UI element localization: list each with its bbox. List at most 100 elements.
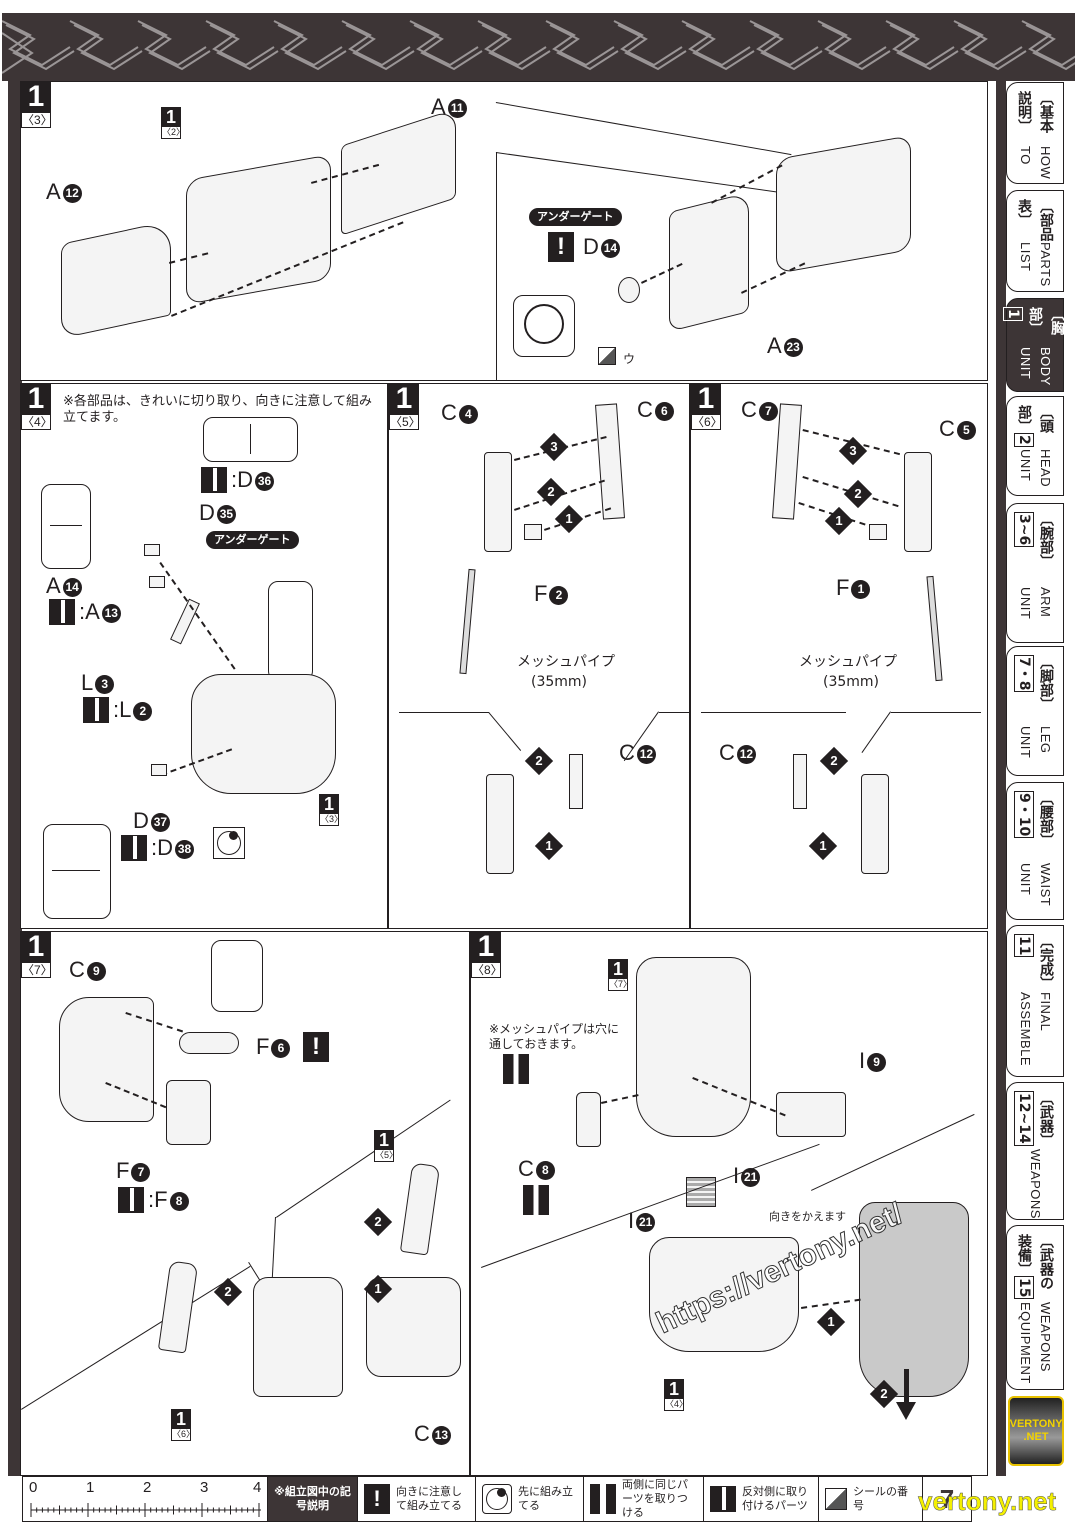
callout-line	[488, 712, 522, 751]
zigzag-line	[141, 24, 211, 71]
tab-jp: 〔腕部〕3~6	[1014, 512, 1054, 568]
zigzag-line	[885, 20, 955, 67]
zigzag-line	[617, 24, 687, 71]
zigzag-line	[273, 20, 343, 67]
order-marker-2: 2	[213, 1277, 243, 1307]
step-badge: 1〈4〉	[21, 383, 53, 430]
order-marker-1: 1	[554, 504, 584, 534]
tab-en: HOW TO	[1018, 146, 1053, 180]
undergate-label: アンダーゲート	[529, 208, 622, 226]
tab-jp: 〔部品表〕	[1016, 199, 1054, 241]
instruction-note: ※メッシュパイプは穴に通しておきます。	[489, 1022, 620, 1051]
down-arrow-head	[896, 1402, 916, 1420]
assembly-arrow	[741, 262, 806, 294]
sub-divider	[496, 152, 497, 380]
zigzag-line	[953, 20, 1023, 67]
arm-unit-6	[157, 1260, 199, 1354]
zigzag-line	[1, 20, 71, 67]
leg-assembly	[636, 957, 751, 1137]
order-marker-1: 1	[363, 1274, 393, 1304]
part-C5	[861, 774, 889, 874]
legend-mirror: 反対側に取り付けるパーツ	[704, 1477, 819, 1521]
zigzag-line	[277, 24, 347, 71]
order-marker-2: 2	[869, 1379, 899, 1409]
ruler-label-3: 3	[200, 1479, 209, 1496]
page-number: 7	[939, 1483, 955, 1514]
zigzag-line	[817, 20, 887, 67]
tab-jp: 〔腰部〕9・10	[1014, 791, 1054, 847]
zigzag-line	[1025, 24, 1075, 71]
tab-en: PARTS LIST	[1018, 242, 1053, 288]
ruler-label-4: 4	[253, 1479, 262, 1496]
orientation-callout	[203, 417, 298, 462]
order-marker-1: 1	[816, 1307, 846, 1337]
tab-en: WEAPONS	[1028, 1149, 1043, 1219]
ruler: 0 1 2 3 4	[23, 1477, 268, 1521]
tab-en: HEAD UNIT	[1018, 448, 1053, 487]
mesh-pipe	[926, 575, 943, 682]
body-assembly	[186, 154, 331, 305]
tab-how-to[interactable]: 〔基本説明〕HOW TO	[1006, 82, 1064, 184]
assembly-arrow	[159, 562, 236, 670]
assembly-arrow	[601, 1094, 639, 1104]
zigzag-line	[345, 24, 415, 71]
zigzag-line	[613, 20, 683, 67]
mesh-pipe-label: メッシュパイプ	[517, 654, 615, 670]
tab-jp: 〔頭部〕2	[1014, 405, 1054, 447]
ref-badge: 1〈7〉	[608, 959, 633, 991]
order-marker-3: 3	[539, 432, 569, 462]
zigzag-line	[209, 24, 279, 71]
part-C6	[595, 403, 625, 520]
mesh-pipe-length: (35mm)	[823, 674, 880, 690]
zigzag-line	[753, 24, 823, 71]
assemble-first-icon	[482, 1484, 512, 1514]
down-arrow-icon	[904, 1369, 909, 1407]
tab-jp: 〔武器〕12~14	[1014, 1091, 1054, 1147]
zigzag-line	[681, 20, 751, 67]
zigzag-line	[889, 24, 959, 71]
tab-jp: 〔脚部〕7・8	[1014, 655, 1054, 711]
ruler-label-0: 0	[29, 1479, 38, 1496]
seal-icon	[825, 1488, 847, 1510]
legend-exclamation: !向きに注意して組み立てる	[358, 1477, 476, 1521]
zigzag-line	[545, 20, 615, 67]
footer-legend: 0 1 2 3 4 ※組立図中の記号説明 !向きに注意して組み立てる 先に組み立…	[22, 1476, 972, 1522]
tab-parts-list[interactable]: 〔部品表〕PARTS LIST	[1006, 190, 1064, 292]
part-I9	[776, 1092, 846, 1137]
mirror-icon	[118, 1187, 144, 1213]
callout-line	[891, 712, 981, 713]
callout-line	[399, 712, 489, 713]
part-F2	[524, 524, 542, 540]
waist-core	[253, 1277, 343, 1397]
instruction-note: ※各部品は、きれいに切り取り、向きに注意して組み立てます。	[63, 394, 372, 425]
emblem-icon	[524, 304, 564, 344]
mirror-icon	[121, 835, 147, 861]
zigzag-line	[69, 20, 139, 67]
seal-number: ウ	[623, 352, 636, 366]
orientation-callout	[43, 824, 111, 919]
part-D37	[151, 764, 167, 776]
